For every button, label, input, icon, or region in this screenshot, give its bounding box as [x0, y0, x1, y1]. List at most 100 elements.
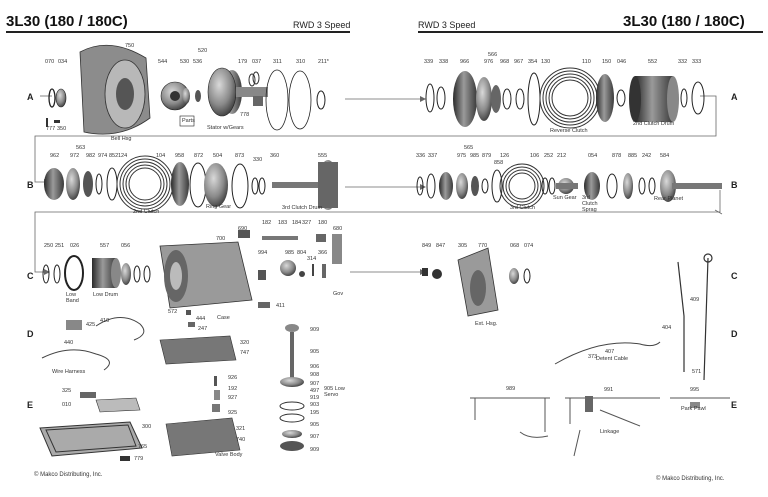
part-number-366: 366 — [318, 250, 328, 256]
part-number-566: 566 — [488, 52, 498, 58]
part-number-905-lower: 905 — [310, 422, 320, 428]
part-number-879: 879 — [482, 153, 492, 159]
header-rule-left — [6, 31, 350, 33]
part-number-690: 690 — [238, 226, 248, 232]
part-number-975: 975 — [457, 153, 467, 159]
part-number-847: 847 — [436, 243, 446, 249]
row-label-a-left: A — [27, 92, 34, 102]
part-number-037: 037 — [252, 59, 262, 65]
part-number-926: 926 — [228, 375, 238, 381]
part-number-410: 410 — [100, 318, 110, 324]
part-number-919: 919 — [310, 395, 320, 401]
part-number-407: 407 — [605, 349, 615, 355]
part-number-909: 909 — [310, 327, 320, 333]
caption-reverse-clutch: Reverse Clutch — [550, 128, 588, 134]
caption-second-clutch-drum: 2nd Clutch Drum — [633, 121, 675, 127]
row-label-a-right: A — [731, 92, 738, 102]
part-number-026: 026 — [70, 243, 80, 249]
part-number-247: 247 — [198, 326, 208, 332]
third-clutch-discs — [499, 163, 545, 209]
part-number-251: 251 — [55, 243, 65, 249]
part-number-333: 333 — [692, 59, 702, 65]
caption-ring-gear: Ring Gear — [206, 204, 232, 210]
reverse-clutch-pack — [453, 71, 541, 127]
part-number-907-lower: 907 — [310, 434, 320, 440]
part-number-552: 552 — [648, 59, 658, 65]
part-number-982: 982 — [86, 153, 96, 159]
part-number-680: 680 — [333, 226, 343, 232]
second-clutch-discs — [116, 155, 174, 213]
footer-copyright-right: © Makco Distributing, Inc. — [656, 476, 725, 482]
part-number-184: 184 — [292, 220, 302, 226]
part-number-962: 962 — [50, 153, 60, 159]
part-number-520: 520 — [198, 48, 208, 54]
valve-body-lower — [165, 417, 241, 457]
caption-low-drum: Low Drum — [93, 292, 119, 298]
part-number-750: 750 — [125, 43, 135, 49]
row-label-c-left: C — [27, 271, 34, 281]
part-number-337: 337 — [428, 153, 438, 159]
stator-drawing — [207, 67, 268, 117]
part-number-777: 777 — [46, 126, 56, 132]
part-number-852: 852 — [109, 153, 119, 159]
part-number-849: 849 — [422, 243, 432, 249]
part-number-958: 958 — [175, 153, 185, 159]
dipstick-drawing — [677, 253, 713, 381]
part-number-563: 563 — [76, 145, 86, 151]
part-number-873: 873 — [235, 153, 245, 159]
low-drum — [92, 258, 121, 288]
caption-stator: Stator w/Gears — [207, 125, 244, 131]
third-clutch-drum — [272, 160, 338, 210]
part-number-327: 327 — [302, 220, 312, 226]
part-number-150: 150 — [602, 59, 612, 65]
part-number-212: 212 — [557, 153, 567, 159]
row-label-c-right: C — [731, 271, 738, 281]
part-number-991: 991 — [604, 387, 614, 393]
part-number-765: 765 — [138, 444, 148, 450]
part-number-130: 130 — [541, 59, 551, 65]
caption-case: Case — [217, 315, 230, 321]
part-number-300: 300 — [142, 424, 152, 430]
second-clutch-assembly — [44, 167, 118, 201]
part-number-183: 183 — [278, 220, 288, 226]
part-number-903: 903 — [310, 402, 320, 408]
part-number-373: 373 — [588, 354, 598, 360]
part-number-985: 985 — [470, 153, 480, 159]
extension-housing-drawing — [457, 247, 499, 317]
part-number-966: 966 — [460, 59, 470, 65]
part-number-320: 320 — [240, 340, 250, 346]
part-number-321: 321 — [236, 426, 246, 432]
part-number-054: 054 — [588, 153, 598, 159]
part-number-411: 411 — [276, 303, 285, 309]
part-number-885: 885 — [628, 153, 638, 159]
caption-rear-planet: Rear Planet — [654, 196, 684, 202]
part-number-907: 907 — [310, 381, 320, 387]
part-number-068: 068 — [510, 243, 520, 249]
part-number-440: 440 — [64, 340, 74, 346]
title-left: 3L30 (180 / 180C) — [6, 13, 128, 30]
part-number-905: 905 — [310, 349, 320, 355]
part-number-557: 557 — [100, 243, 110, 249]
caption-bell-hsg: Bell Hsg — [111, 136, 132, 142]
part-number-070: 070 — [45, 59, 55, 65]
part-number-747: 747 — [240, 350, 250, 356]
part-number-182: 182 — [262, 220, 272, 226]
part-number-252: 252 — [544, 153, 554, 159]
part-number-338: 338 — [439, 59, 449, 65]
part-number-565: 565 — [464, 145, 474, 151]
bell-housing-drawing — [79, 44, 151, 135]
part-number-779: 779 — [134, 456, 144, 462]
part-number-425: 425 — [86, 322, 96, 328]
part-number-572: 572 — [168, 309, 178, 315]
title-right: 3L30 (180 / 180C) — [623, 13, 745, 30]
caption-low-servo: 905 Low Servo — [324, 386, 345, 398]
low-servo-stack — [279, 324, 305, 451]
part-number-804: 804 — [297, 250, 307, 256]
caption-detent-cable: Detent Cable — [596, 356, 629, 362]
part-number-878: 878 — [612, 153, 622, 159]
part-number-974: 974 — [98, 153, 108, 159]
part-number-179: 179 — [238, 59, 248, 65]
part-number-124: 124 — [118, 153, 128, 159]
part-number-104: 104 — [156, 153, 166, 159]
part-number-250: 250 — [44, 243, 54, 249]
